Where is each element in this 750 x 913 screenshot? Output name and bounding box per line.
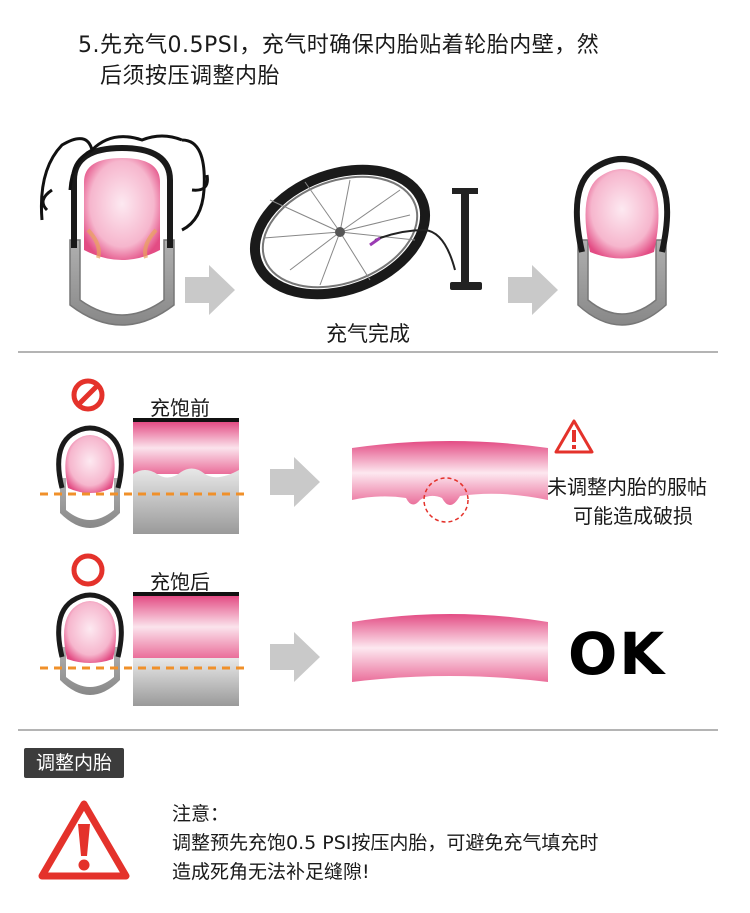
- tube-detail-before: [133, 418, 239, 534]
- after-inflation-label: 充饱后: [150, 570, 210, 594]
- tire-hands-illustration: [39, 134, 209, 326]
- rim-shape: [69, 239, 175, 326]
- arrow-right-icon: [270, 457, 320, 507]
- orange-dashed-line: [40, 666, 250, 670]
- arrow-right-icon: [270, 632, 320, 682]
- tube-detail-after: [133, 592, 239, 706]
- note-line-2: 造成死角无法补足缝隙!: [172, 861, 370, 883]
- warning-line-2: 可能造成破损: [573, 504, 693, 528]
- tube-strip-damaged: [352, 441, 548, 523]
- page-title: 5.先充气0.5PSI，充气时确保内胎贴着轮胎内壁，然 后须按压调整内胎: [78, 30, 718, 92]
- note-block: 注意： 调整预先充饱0.5 PSI按压内胎，可避免充气填充时 造成死角无法补足缝…: [172, 800, 598, 887]
- small-tire-after: [56, 592, 124, 695]
- warning-line-1: 未调整内胎的服帖: [547, 475, 707, 499]
- before-inflation-label: 充饱前: [150, 396, 210, 420]
- inner-tube: [84, 158, 160, 260]
- divider: [18, 729, 718, 731]
- divider: [18, 351, 718, 353]
- small-tire-before: [56, 425, 124, 528]
- hands-icon: [39, 134, 209, 232]
- title-line-1: 5.先充气0.5PSI，充气时确保内胎贴着轮胎内壁，然: [78, 33, 600, 58]
- pump-icon: [450, 188, 482, 290]
- tube-strip-ok: [352, 614, 548, 682]
- inflation-done-label: 充气完成: [326, 322, 410, 346]
- warning-triangle-icon: [38, 800, 130, 880]
- prohibit-icon: [71, 378, 105, 412]
- warning-triangle-icon: [554, 419, 594, 454]
- wheel-pump-illustration: [249, 164, 482, 300]
- arrow-right-icon: [508, 265, 558, 315]
- orange-dashed-line: [40, 492, 250, 496]
- note-line-1: 调整预先充饱0.5 PSI按压内胎，可避免充气填充时: [172, 832, 599, 854]
- section-badge: 调整内胎: [24, 748, 125, 778]
- circle-ok-icon: [71, 553, 105, 587]
- title-line-2: 后须按压调整内胎: [100, 64, 281, 89]
- note-heading: 注意：: [172, 803, 230, 825]
- arrow-right-icon: [185, 265, 235, 315]
- wheel-icon: [249, 164, 431, 300]
- ok-label: OK: [568, 620, 667, 688]
- inflated-tire-illustration: [573, 156, 671, 326]
